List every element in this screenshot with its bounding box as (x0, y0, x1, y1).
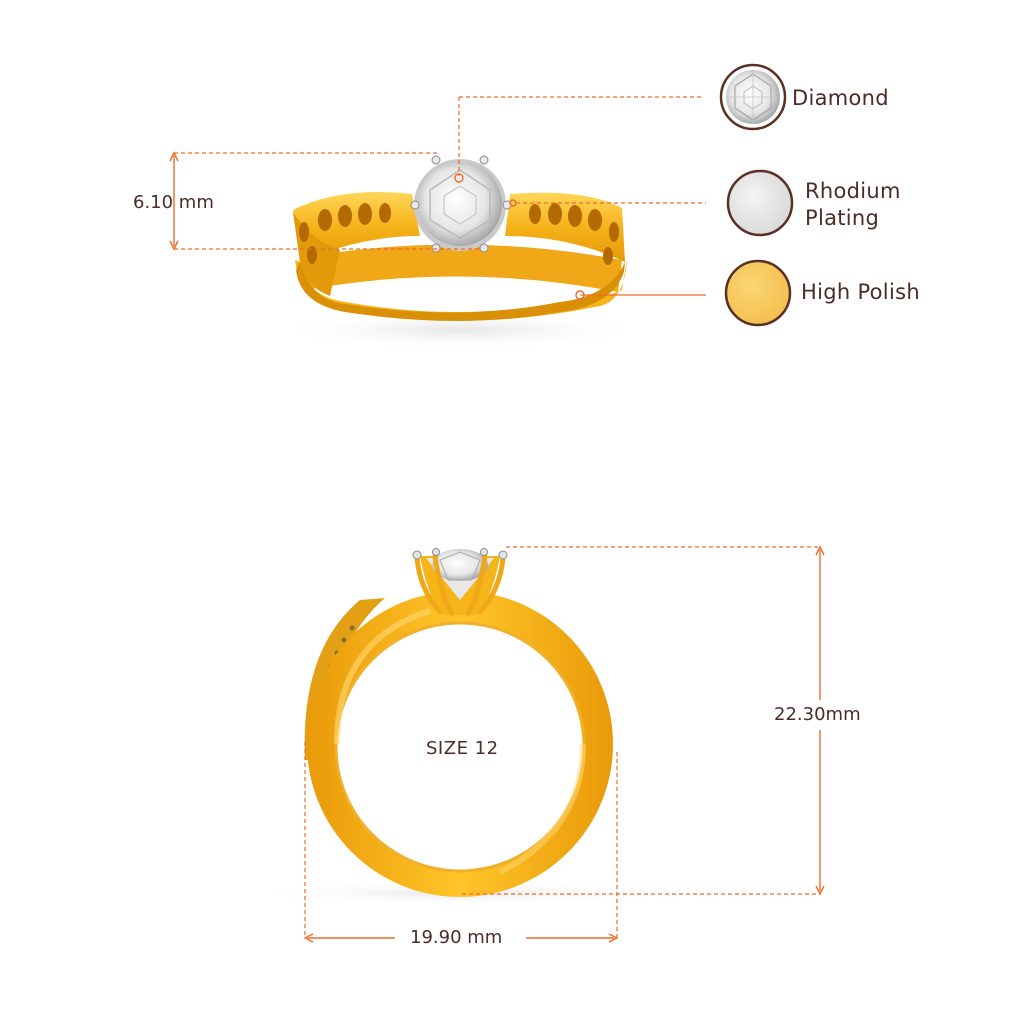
front-view-diamond (412, 548, 508, 617)
legend-high-polish-label: High Polish (801, 280, 920, 304)
top-height-label: 6.10 mm (133, 192, 214, 213)
front-width-label: 19.90 mm (410, 927, 503, 948)
rhodium-swatch (726, 169, 794, 237)
legend-diamond-label: Diamond (792, 86, 889, 110)
gold-swatch (724, 259, 792, 327)
front-view-ring (240, 548, 680, 905)
top-view-ring (270, 155, 650, 350)
front-height-label: 22.30mm (774, 704, 861, 725)
ring-size-label: SIZE 12 (426, 738, 499, 759)
diamond-icon (719, 63, 787, 131)
legend-rhodium-label: Rhodium Plating (805, 179, 901, 230)
top-view-dimension-lines (174, 96, 706, 296)
top-view-diamond (410, 155, 512, 253)
front-view-dimension-lines (304, 546, 820, 938)
